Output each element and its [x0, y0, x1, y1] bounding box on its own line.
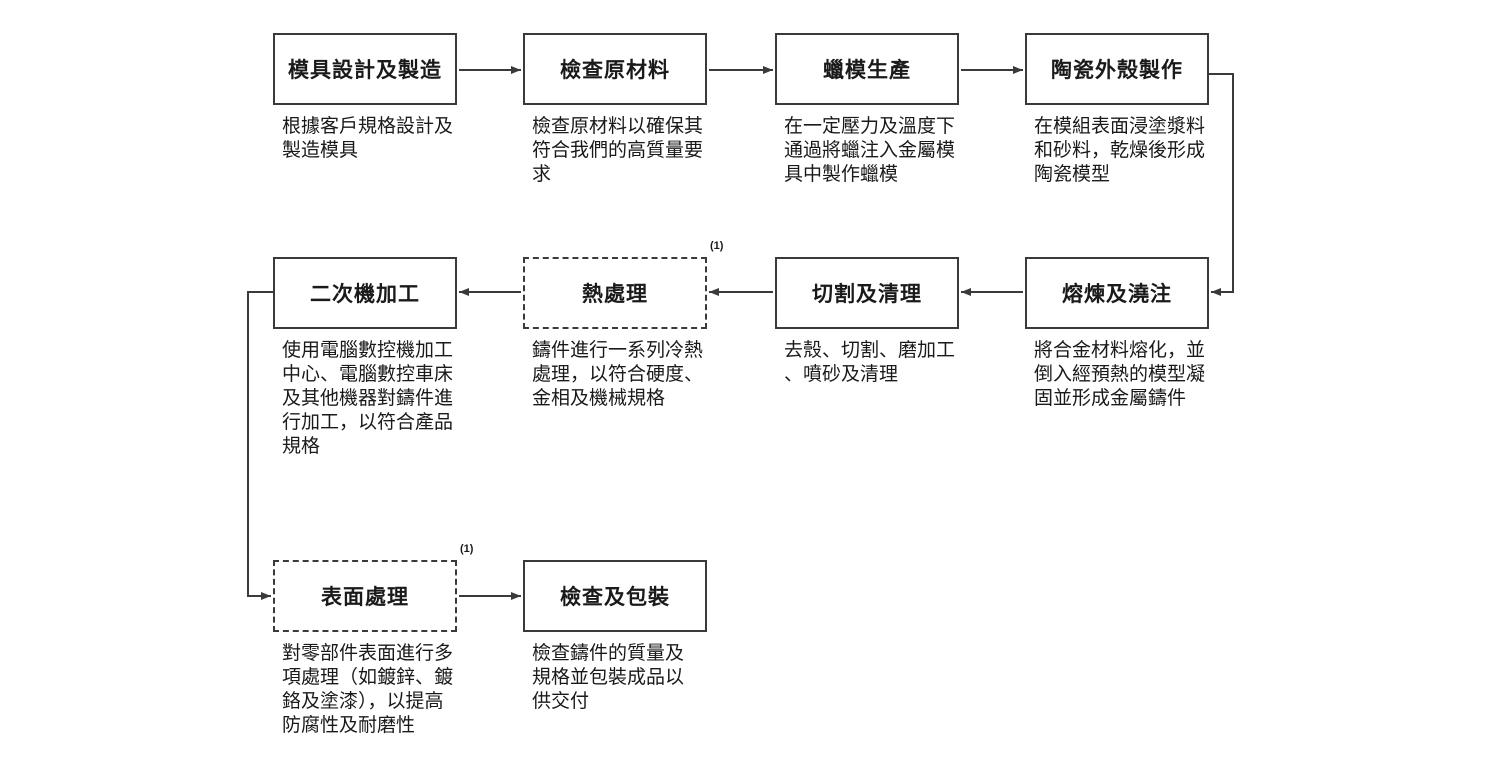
footnote-marker-heat-treatment: (1): [710, 240, 724, 252]
step-description-inspection-packaging: 檢查鑄件的質量及 規格並包裝成品以 供交付: [532, 643, 685, 712]
step-title-mold-design: 模具設計及製造: [288, 59, 442, 82]
step-description-melting-pouring: 將合金材料熔化，並 倒入經預熱的模型凝 固並形成金屬鑄件: [1034, 340, 1206, 409]
step-title-raw-material-inspection: 檢查原材料: [560, 59, 670, 82]
step-box-mold-design: 模具設計及製造: [273, 33, 457, 105]
step-title-melting-pouring: 熔煉及澆注: [1062, 283, 1172, 306]
step-title-secondary-machining: 二次機加工: [310, 283, 420, 306]
step-box-heat-treatment: 熱處理: [523, 257, 707, 329]
step-title-inspection-packaging: 檢查及包裝: [560, 586, 670, 609]
step-description-heat-treatment: 鑄件進行一系列冷熱 處理，以符合硬度、 金相及機械規格: [532, 340, 704, 409]
step-description-secondary-machining: 使用電腦數控機加工 中心、電腦數控車床 及其他機器對鑄件進 行加工，以符合產品 …: [282, 340, 454, 457]
step-box-wax-mold-production: 蠟模生產: [775, 33, 959, 105]
connector-machining-to-surface: [247, 291, 273, 600]
step-description-mold-design: 根據客戶規格設計及 製造模具: [282, 116, 454, 161]
footnote-marker-surface-treatment: (1): [460, 543, 474, 555]
step-description-surface-treatment: 對零部件表面進行多 項處理（如鍍鋅、鍍 鉻及塗漆），以提高 防腐性及耐磨性: [282, 643, 454, 736]
step-title-wax-mold-production: 蠟模生產: [823, 59, 911, 82]
step-box-melting-pouring: 熔煉及澆注: [1025, 257, 1209, 329]
step-box-cutting-cleaning: 切割及清理: [775, 257, 959, 329]
step-box-surface-treatment: 表面處理: [273, 560, 457, 632]
step-description-cutting-cleaning: 去殼、切割、磨加工 、噴砂及清理: [784, 340, 956, 385]
step-description-ceramic-shell-making: 在模組表面浸塗漿料 和砂料，乾燥後形成 陶瓷模型: [1034, 116, 1206, 185]
step-description-raw-material-inspection: 檢查原材料以確保其 符合我們的高質量要 求: [532, 116, 704, 185]
step-box-ceramic-shell-making: 陶瓷外殼製作: [1025, 33, 1209, 105]
step-box-inspection-packaging: 檢查及包裝: [523, 560, 707, 632]
step-description-wax-mold-production: 在一定壓力及溫度下 通過將蠟注入金屬模 具中製作蠟模: [784, 116, 956, 185]
step-title-surface-treatment: 表面處理: [321, 586, 409, 609]
step-box-raw-material-inspection: 檢查原材料: [523, 33, 707, 105]
step-title-ceramic-shell-making: 陶瓷外殼製作: [1051, 59, 1183, 82]
step-title-heat-treatment: 熱處理: [582, 283, 648, 306]
step-title-cutting-cleaning: 切割及清理: [812, 283, 922, 306]
step-box-secondary-machining: 二次機加工: [273, 257, 457, 329]
